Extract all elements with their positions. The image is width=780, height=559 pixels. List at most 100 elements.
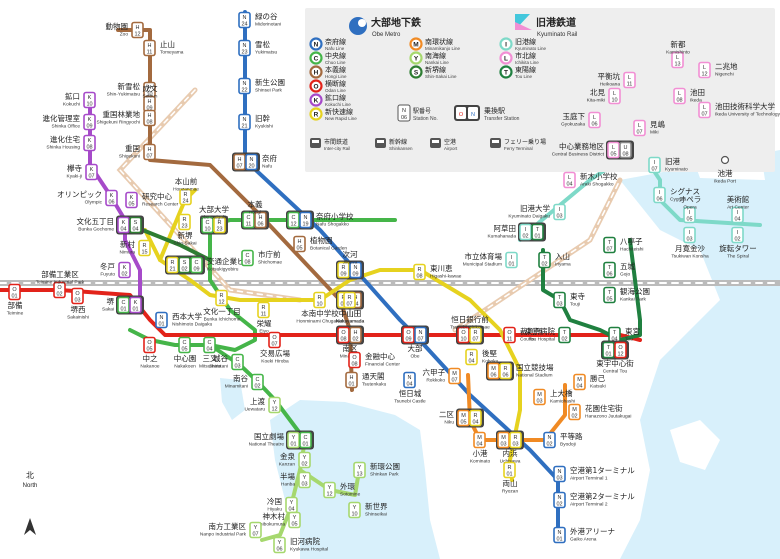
- station-number-marker[interactable]: K02: [118, 261, 131, 279]
- station-number-marker[interactable]: O08: [348, 351, 361, 369]
- station-number-marker[interactable]: L06: [588, 111, 601, 129]
- station-number-marker[interactable]: R04: [465, 348, 478, 366]
- station-number-marker[interactable]: K07: [85, 163, 98, 181]
- station-number-marker[interactable]: R23: [178, 213, 191, 231]
- station-number-marker[interactable]: N02: [543, 431, 556, 449]
- station-number-marker[interactable]: Y10: [348, 501, 361, 519]
- station-number-marker[interactable]: Y12: [268, 396, 281, 414]
- station-number-marker[interactable]: O02: [53, 281, 66, 299]
- station-number-marker[interactable]: H05: [293, 235, 306, 253]
- station-number-marker[interactable]: K08: [83, 134, 96, 152]
- station-number-marker[interactable]: T03: [553, 291, 566, 309]
- station-number-marker[interactable]: Y03: [298, 471, 311, 489]
- station-number-marker[interactable]: O01: [8, 283, 21, 301]
- station-number-marker[interactable]: I02: [731, 226, 744, 244]
- station-number-marker[interactable]: C03: [231, 353, 244, 371]
- station[interactable]: M03R03内浜Uchisawa: [496, 430, 524, 465]
- station-number-marker[interactable]: H12: [131, 21, 144, 39]
- station-number-marker[interactable]: C02: [251, 373, 264, 391]
- station-number-marker[interactable]: T06: [603, 261, 616, 279]
- station-number-marker[interactable]: Y07: [249, 521, 262, 539]
- station-number-marker[interactable]: C05: [178, 336, 191, 354]
- station-number-marker[interactable]: H01: [345, 371, 358, 389]
- station-number-marker[interactable]: R11: [257, 301, 270, 319]
- station-number-marker[interactable]: T05: [603, 286, 616, 304]
- station-number-marker[interactable]: O05: [143, 336, 156, 354]
- station-number-marker[interactable]: M04: [473, 431, 486, 449]
- station-number-marker[interactable]: L08: [673, 87, 686, 105]
- station-number-marker[interactable]: L11: [623, 71, 636, 89]
- station-number-marker[interactable]: H08: [143, 109, 156, 127]
- station-number-marker[interactable]: T04: [608, 326, 621, 344]
- station-number-marker[interactable]: T02: [558, 326, 571, 344]
